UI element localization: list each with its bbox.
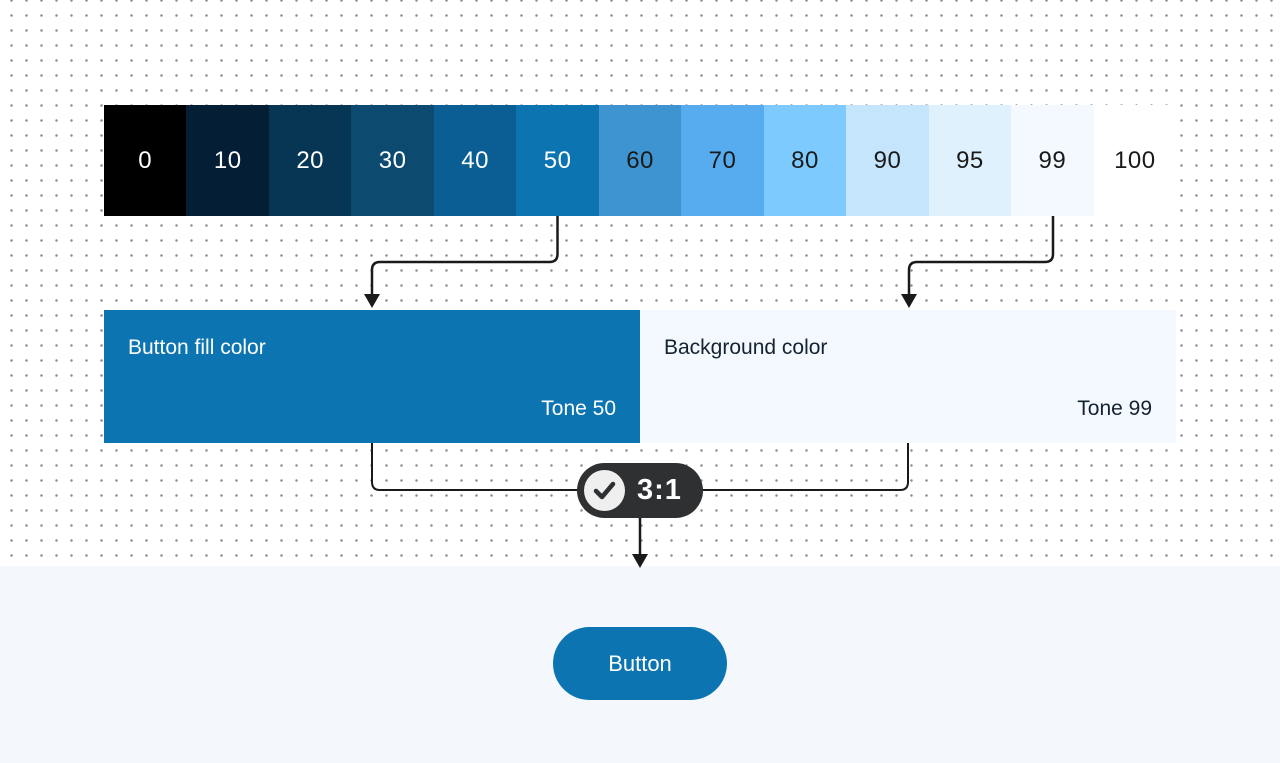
bg-box-tone: Tone 99 <box>1077 397 1152 420</box>
palette-swatch-20: 20 <box>268 105 352 216</box>
palette-swatch-30: 30 <box>351 105 434 216</box>
swatch-label: 70 <box>708 146 737 174</box>
background-color-box: Background color Tone 99 <box>640 310 1176 443</box>
swatch-label: 20 <box>296 146 325 174</box>
palette-swatch-60: 60 <box>598 105 682 216</box>
swatch-label: 80 <box>791 146 819 174</box>
bg-box-label: Background color <box>664 336 828 359</box>
swatch-label: 30 <box>378 146 407 174</box>
swatch-label: 90 <box>873 146 902 174</box>
palette-swatch-90: 90 <box>846 105 929 216</box>
tone-strip: 0 10 20 30 40 50 60 70 80 90 95 99 100 <box>104 105 1177 216</box>
palette-swatch-50: 50 <box>516 105 599 216</box>
palette-swatch-70: 70 <box>681 105 764 216</box>
palette-swatch-80: 80 <box>763 105 847 216</box>
swatch-label: 99 <box>1038 146 1067 174</box>
palette-swatch-100: 100 <box>1093 105 1177 216</box>
contrast-ratio-value: 3:1 <box>637 474 682 506</box>
palette-swatch-0: 0 <box>104 105 187 216</box>
swatch-label: 60 <box>626 146 654 174</box>
swatch-label: 40 <box>461 146 489 174</box>
button-fill-color-box: Button fill color Tone 50 <box>104 310 640 443</box>
fill-box-tone: Tone 50 <box>541 397 616 420</box>
swatch-label: 0 <box>138 146 153 174</box>
dotted-grid-background <box>0 0 1280 566</box>
palette-swatch-40: 40 <box>433 105 517 216</box>
demo-button-label: Button <box>608 650 672 676</box>
contrast-ratio-badge: 3:1 <box>577 463 703 518</box>
swatch-label: 95 <box>956 146 984 174</box>
palette-swatch-99: 99 <box>1011 105 1094 216</box>
swatch-label: 50 <box>543 146 572 174</box>
check-icon <box>584 470 625 511</box>
fill-box-label: Button fill color <box>128 336 266 359</box>
demo-button[interactable]: Button <box>553 627 727 700</box>
palette-swatch-10: 10 <box>186 105 269 216</box>
palette-swatch-95: 95 <box>928 105 1012 216</box>
swatch-label: 100 <box>1114 146 1156 174</box>
swatch-label: 10 <box>213 146 242 174</box>
